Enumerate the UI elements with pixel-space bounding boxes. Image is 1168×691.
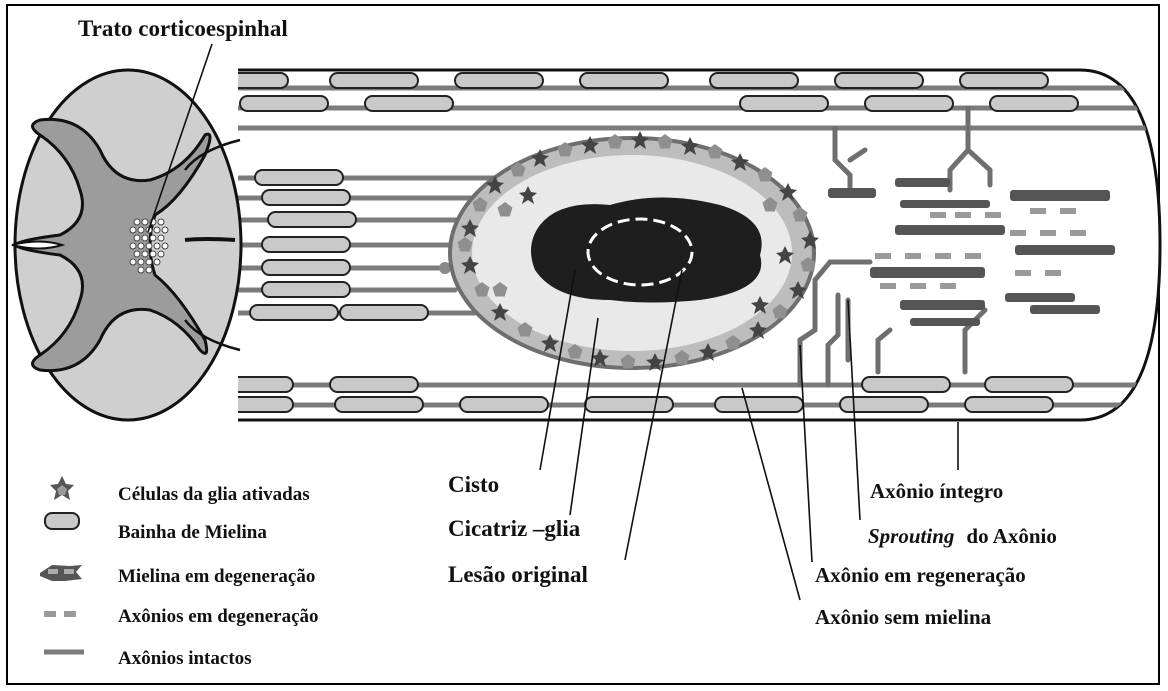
legend: Células da glia ativadas Bainha de Mieli… (40, 476, 319, 669)
glia-scar-label: Cicatriz –glia (448, 516, 581, 541)
intact-axon-label: Axônio íntegro (870, 479, 1003, 503)
original-lesion-label: Lesão original (448, 562, 588, 587)
sprouting-italic-text: Sprouting (868, 524, 954, 548)
lesion-core (531, 198, 762, 303)
legend-label-degenerating-axons: Axônios em degeneração (118, 606, 319, 627)
degenerating-myelin-icon (40, 565, 82, 581)
activated-glia-icon (50, 476, 74, 500)
myelin-sheath-icon (45, 513, 79, 529)
unmyelinated-axon-label: Axônio sem mielina (815, 605, 992, 629)
cyst-label: Cisto (448, 472, 499, 497)
legend-label-degenerating-myelin: Mielina em degeneração (118, 566, 315, 587)
legend-label-intact-axons: Axônios intactos (118, 648, 252, 669)
corticospinal-tract-label: Trato corticoespinhal (78, 16, 288, 41)
legend-label-glia: Células da glia ativadas (118, 484, 310, 505)
sprouting-rest-text: do Axônio (966, 524, 1056, 548)
spinal-cord-cylinder (12, 70, 1160, 420)
sprouting-axon-label: Sprouting do Axônio (868, 524, 1057, 548)
legend-label-myelin: Bainha de Mielina (118, 522, 267, 543)
regenerating-axon-label: Axônio em regeneração (815, 563, 1026, 587)
cross-section (12, 70, 241, 420)
degenerating-axon-icon (44, 611, 76, 617)
